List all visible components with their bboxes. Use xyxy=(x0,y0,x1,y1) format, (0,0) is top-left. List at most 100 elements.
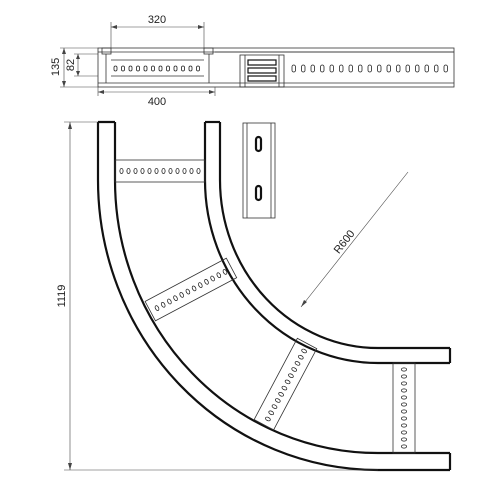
slot-hole xyxy=(188,65,193,72)
rung-hole xyxy=(168,167,173,174)
dim-label-320: 320 xyxy=(148,14,166,26)
dimension-inner-width: 320 xyxy=(110,14,205,48)
rung-hole xyxy=(274,398,281,403)
rung-hole xyxy=(297,354,304,360)
rung-hole xyxy=(281,385,288,391)
rung-hole xyxy=(401,416,408,421)
slot-hole xyxy=(358,64,363,73)
plate-slot-bottom xyxy=(254,184,263,202)
slot-hole xyxy=(196,65,200,72)
slot-hole xyxy=(320,64,325,73)
slot-hole xyxy=(151,65,155,72)
rung-hole xyxy=(401,444,408,449)
rung-hole xyxy=(160,301,166,308)
slot-hole xyxy=(113,65,118,72)
splice-plate-view xyxy=(242,122,276,219)
rung-hole xyxy=(189,167,194,174)
slot-hole xyxy=(310,64,315,73)
rung-hole xyxy=(401,430,408,435)
rung-hole xyxy=(140,167,145,174)
rung-hole xyxy=(175,167,180,174)
rung-hole xyxy=(288,373,294,378)
slot-hole xyxy=(386,64,391,73)
slot-hole xyxy=(424,64,429,73)
dim-label-82: 82 xyxy=(65,59,77,71)
slot-hole xyxy=(166,65,170,72)
bend-view: R600 1119 xyxy=(56,120,452,472)
dim-label-400: 400 xyxy=(148,96,166,108)
rung-hole xyxy=(210,275,215,282)
slot-hole xyxy=(339,64,344,73)
slot-hole xyxy=(348,64,353,73)
rung-hole xyxy=(401,388,408,393)
rung-hole xyxy=(196,167,201,174)
slot-hole xyxy=(377,64,382,73)
slot-hole xyxy=(443,64,448,73)
dim-label-1119: 1119 xyxy=(56,285,68,308)
outer-rail-inner-edge xyxy=(113,122,450,455)
slot-hole xyxy=(173,65,178,72)
rung-right xyxy=(392,362,416,454)
rung-hole xyxy=(271,404,278,409)
slot-hole xyxy=(128,65,133,72)
rung-hole xyxy=(401,374,408,379)
rung-hole xyxy=(278,392,284,397)
radius-annotation: R600 xyxy=(300,171,409,308)
rung-hole xyxy=(182,167,187,174)
slot-hole xyxy=(301,64,306,73)
rung-hole xyxy=(401,367,408,372)
rung-diagonal-lower xyxy=(253,337,318,431)
dimension-rail-height: 82 xyxy=(65,53,98,77)
rung-hole xyxy=(291,367,298,372)
rung-hole xyxy=(401,395,408,400)
inner-rail-outer-edge xyxy=(203,122,450,365)
rung-hole xyxy=(179,292,184,298)
rung-hole xyxy=(401,423,408,428)
rung-hole xyxy=(216,272,222,279)
rung-hole xyxy=(185,288,191,295)
slot-hole xyxy=(291,64,296,73)
slot-hole xyxy=(367,64,372,73)
rung-hole xyxy=(294,361,301,366)
rung-hole xyxy=(284,379,291,385)
rung-hole xyxy=(191,285,197,292)
rung-top xyxy=(114,159,206,183)
rung-holes xyxy=(119,167,408,449)
rung-hole xyxy=(401,381,408,386)
rung-hole xyxy=(204,278,209,285)
dim-label-135: 135 xyxy=(50,58,62,76)
outer-rail-edge xyxy=(96,122,450,472)
rung-hole xyxy=(154,167,159,174)
rung-hole xyxy=(133,167,138,174)
section-view xyxy=(97,47,455,88)
rung-hole xyxy=(173,295,178,302)
slot-hole xyxy=(121,65,125,72)
plate-slot-top xyxy=(254,135,263,153)
rung-hole xyxy=(401,402,408,407)
connector-bolts xyxy=(247,59,277,82)
rung-diagonal-upper xyxy=(144,257,238,322)
rung-hole xyxy=(167,298,172,305)
slot-hole xyxy=(415,64,420,73)
section-slots xyxy=(113,64,448,73)
rung-hole xyxy=(401,409,408,414)
slot-hole xyxy=(181,65,185,72)
slot-hole xyxy=(329,64,334,73)
rung-hole xyxy=(401,437,408,442)
rung-hole xyxy=(119,167,124,174)
inner-rail-inner-edge xyxy=(218,122,450,350)
rung-hole xyxy=(222,269,228,275)
rung-hole xyxy=(268,410,275,416)
dimension-outer-width: 400 xyxy=(97,87,216,108)
slot-hole xyxy=(434,64,439,73)
rung-hole xyxy=(161,167,166,174)
rung-hole xyxy=(147,167,152,174)
slot-hole xyxy=(143,65,148,72)
dimension-overall-length: 1119 xyxy=(56,121,378,471)
rung-hole xyxy=(154,305,160,311)
rung-hole xyxy=(126,167,131,174)
slot-hole xyxy=(396,64,401,73)
rung-hole xyxy=(301,348,307,354)
slot-hole xyxy=(405,64,410,73)
